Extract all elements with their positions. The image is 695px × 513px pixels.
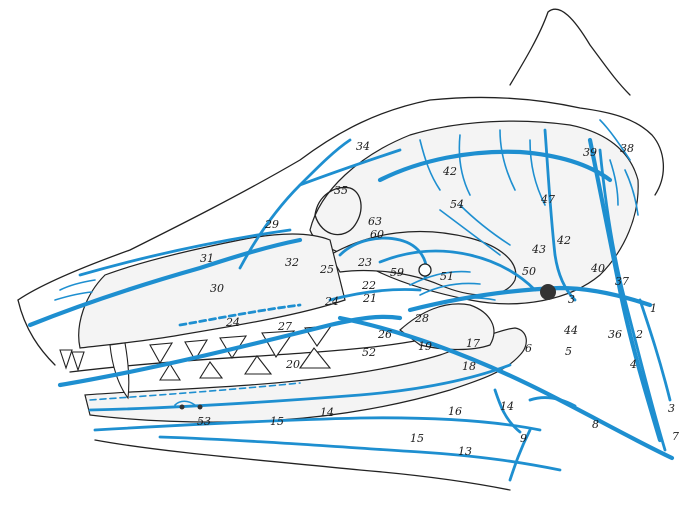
diagram-label: 34 xyxy=(356,140,370,153)
diagram-label: 43 xyxy=(531,243,546,256)
foramen-mark xyxy=(180,405,185,410)
snout-lower-outline xyxy=(18,300,55,365)
diagram-label: 63 xyxy=(368,215,382,228)
diagram-label: 20 xyxy=(285,358,300,371)
diagram-label: 4 xyxy=(629,358,637,371)
diagram-label: 14 xyxy=(500,400,514,413)
diagram-label: 25 xyxy=(319,263,334,276)
diagram-label: 42 xyxy=(556,234,571,247)
diagram-label: 19 xyxy=(418,340,432,353)
diagram-label: 15 xyxy=(270,415,284,428)
diagram-label: 22 xyxy=(361,279,376,292)
diagram-label: 36 xyxy=(608,328,622,341)
incisor-tooth xyxy=(60,350,72,368)
diagram-label: 5 xyxy=(565,345,572,358)
diagram-label: 30 xyxy=(210,282,224,295)
diagram-label: 38 xyxy=(620,142,634,155)
diagram-label: 53 xyxy=(197,415,211,428)
diagram-label: 52 xyxy=(362,346,376,359)
diagram-label: 27 xyxy=(277,320,292,333)
incisor-tooth xyxy=(72,352,84,370)
canine-tooth xyxy=(110,343,129,398)
diagram-label: 28 xyxy=(414,312,429,325)
lower-premolar-tooth xyxy=(200,362,222,378)
diagram-label: 23 xyxy=(357,256,372,269)
diagram-label: 14 xyxy=(320,406,334,419)
neck-ventral-outline xyxy=(95,440,510,490)
diagram-label: 24 xyxy=(225,316,240,329)
diagram-label: 51 xyxy=(440,270,454,283)
sublingual-vein xyxy=(160,437,560,470)
diagram-label: 24 xyxy=(324,295,339,308)
premolar-tooth xyxy=(150,343,172,363)
diagram-label: 40 xyxy=(590,262,605,275)
diagram-label: 26 xyxy=(377,328,392,341)
diagram-label: 29 xyxy=(264,218,279,231)
diagram-label: 59 xyxy=(390,266,404,279)
diagram-label: 13 xyxy=(458,445,472,458)
diagram-label: 3 xyxy=(668,402,675,415)
diagram-label: 1 xyxy=(650,302,657,315)
diagram-label: 47 xyxy=(540,193,555,206)
diagram-label: 8 xyxy=(592,418,599,431)
diagram-label: 15 xyxy=(410,432,424,445)
diagram-label: 37 xyxy=(615,275,629,288)
diagram-label: 32 xyxy=(285,256,299,269)
diagram-label: 18 xyxy=(462,360,476,373)
diagram-label: 60 xyxy=(370,228,384,241)
diagram-label: 44 xyxy=(563,324,578,337)
diagram-label: 42 xyxy=(442,165,457,178)
diagram-label: 9 xyxy=(520,432,527,445)
diagram-label: 3 xyxy=(568,293,575,306)
lower-premolar-tooth xyxy=(245,356,271,374)
diagram-label: 35 xyxy=(334,184,348,197)
foramen-mark xyxy=(419,264,431,276)
foramen-mark xyxy=(198,405,203,410)
diagram-label: 50 xyxy=(522,265,536,278)
diagram-label: 39 xyxy=(583,146,597,159)
diagram-label: 6 xyxy=(525,342,532,355)
diagram-label: 54 xyxy=(450,198,464,211)
diagram-label: 31 xyxy=(200,252,214,265)
foramen-mark xyxy=(540,284,556,300)
diagram-label: 2 xyxy=(635,328,643,341)
diagram-label: 7 xyxy=(672,430,679,443)
diagram-label: 21 xyxy=(362,292,377,305)
ear-outline xyxy=(510,9,630,95)
diagram-label: 16 xyxy=(448,405,462,418)
diagram-label: 17 xyxy=(466,337,480,350)
